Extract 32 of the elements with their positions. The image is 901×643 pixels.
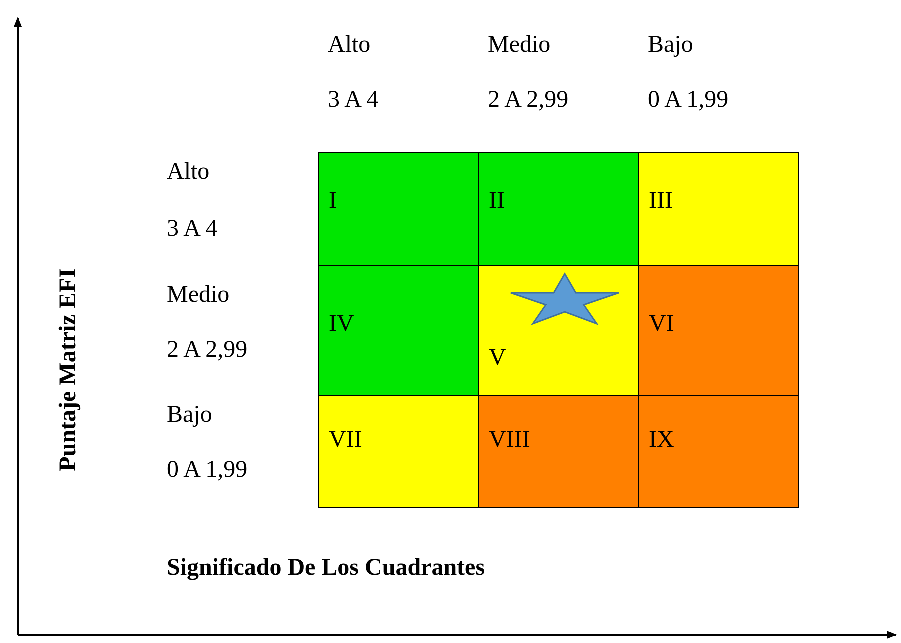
- column-label: 3 A 4: [328, 88, 379, 112]
- axis-title: Puntaje Matriz EFI: [56, 268, 80, 472]
- row-label: Medio: [167, 283, 230, 307]
- quadrant-numeral: VI: [649, 312, 674, 336]
- caption: Significado De Los Cuadrantes: [167, 556, 486, 580]
- quadrant-numeral: I: [329, 189, 337, 213]
- quadrant-cell: [478, 265, 639, 396]
- quadrant-cell: [318, 265, 479, 396]
- quadrant-cell: [638, 395, 799, 508]
- quadrant-numeral: V: [489, 346, 506, 370]
- quadrant-numeral: IX: [649, 428, 674, 452]
- quadrant-numeral: IV: [329, 312, 354, 336]
- row-label: Alto: [167, 160, 210, 184]
- quadrant-cell: [638, 152, 799, 266]
- row-label: Bajo: [167, 403, 212, 427]
- quadrant-numeral: VIII: [489, 428, 530, 452]
- quadrant-cell: [638, 265, 799, 396]
- quadrant-numeral: II: [489, 189, 505, 213]
- quadrant-numeral: VII: [329, 428, 362, 452]
- quadrant-numeral: III: [649, 189, 673, 213]
- quadrant-cell: [478, 395, 639, 508]
- column-label: Medio: [488, 33, 551, 57]
- quadrant-cell: [318, 395, 479, 508]
- column-label: Alto: [328, 33, 371, 57]
- quadrant-cell: [478, 152, 639, 266]
- column-label: 2 A 2,99: [488, 88, 569, 112]
- column-label: 0 A 1,99: [648, 88, 729, 112]
- row-label: 0 A 1,99: [167, 458, 248, 482]
- column-label: Bajo: [648, 33, 694, 57]
- quadrant-cell: [318, 152, 479, 266]
- row-label: 3 A 4: [167, 217, 218, 241]
- row-label: 2 A 2,99: [167, 338, 248, 362]
